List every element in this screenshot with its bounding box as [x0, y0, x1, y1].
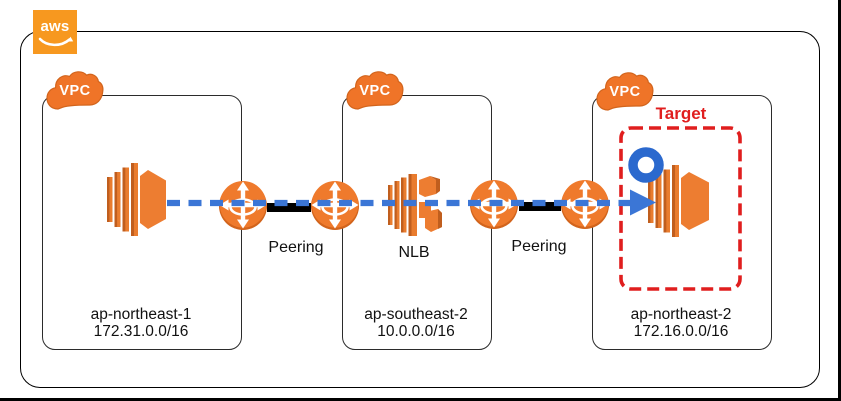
vpc1-region-name: ap-northeast-1: [90, 306, 192, 323]
vpc2-region-label: ap-southeast-2 10.0.0.0/16: [342, 306, 490, 340]
aws-logo: [33, 10, 77, 54]
vpc-cloud-icon: [596, 72, 654, 111]
vpc3-region-label: ap-northeast-2 172.16.0.0/16: [592, 306, 770, 340]
vpc-cloud-label: VPC: [359, 83, 391, 99]
peering-label-2: Peering: [511, 238, 567, 255]
vpc1-cidr: 172.31.0.0/16: [93, 322, 189, 340]
vpc-cloud-icon: [346, 71, 404, 110]
vpc2-cidr: 10.0.0.0/16: [377, 322, 455, 340]
ec2-instance-icon: [107, 163, 166, 236]
vpc-cloud-label: VPC: [609, 84, 641, 100]
aws-logo-label: aws: [40, 18, 70, 35]
vpc-cloud-label: VPC: [59, 83, 91, 99]
vpc-peering-icon: [311, 181, 359, 230]
vpc3-region-name: ap-northeast-2: [630, 306, 732, 323]
vpc-cloud-icon: [46, 71, 104, 110]
vpc2-region-name: ap-southeast-2: [364, 306, 468, 323]
aws-cloud-boundary: [20, 31, 820, 388]
target-ring-icon: [628, 147, 664, 183]
vpc1-region-label: ap-northeast-1 172.31.0.0/16: [42, 306, 240, 340]
peering-label-1: Peering: [268, 239, 324, 256]
vpc3-cidr: 172.16.0.0/16: [633, 322, 729, 340]
target-dashed-box: [619, 126, 742, 291]
traffic-flow-arrowhead: [630, 189, 656, 216]
aws-smile-icon: [38, 36, 74, 47]
nlb-label: NLB: [398, 244, 430, 261]
target-label: Target: [655, 104, 707, 123]
